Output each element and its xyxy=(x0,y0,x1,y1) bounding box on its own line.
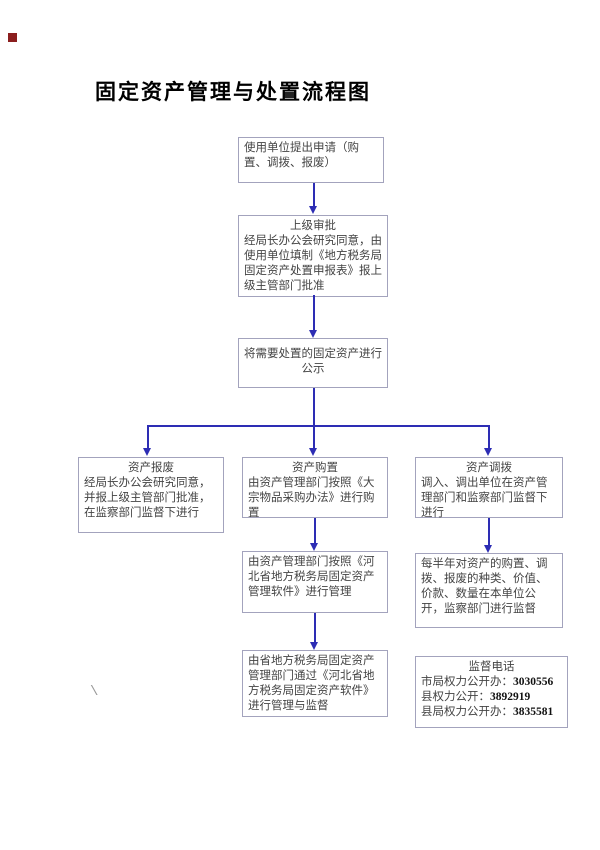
box-text: 经局长办公会研究同意，并报上级主管部门批准，在监察部门监督下进行 xyxy=(84,477,211,519)
hotline-entry: 市局权力公开办：3030556 xyxy=(421,675,562,690)
connector-purchase-manage xyxy=(314,518,316,544)
box-text: 由资产管理部门按照《河北省地方税务局固定资产管理软件》进行管理 xyxy=(248,556,375,598)
hotline-entry: 县局权力公开办：3835581 xyxy=(421,705,562,720)
arrow-down-icon xyxy=(309,448,317,456)
hotline-label: 市局权力公开办： xyxy=(421,676,513,688)
flow-box-approval: 上级审批 经局长办公会研究同意，由使用单位填制《地方税务局固定资产处置申报表》报… xyxy=(238,215,388,297)
box-text: 将需要处置的固定资产进行公示 xyxy=(244,348,382,375)
flow-box-publicity: 将需要处置的固定资产进行公示 xyxy=(238,338,388,388)
connector-publicity-purchase xyxy=(313,388,315,449)
connector-approval-publicity xyxy=(313,295,315,331)
box-text: 每半年对资产的购置、调拨、报废的种类、价值、价款、数量在本单位公开，监察部门进行… xyxy=(421,558,548,615)
arrow-down-icon xyxy=(310,642,318,650)
arrow-down-icon xyxy=(484,545,492,553)
box-heading: 资产购置 xyxy=(292,462,338,474)
page-title: 固定资产管理与处置流程图 xyxy=(95,81,371,104)
flow-box-supervise: 由省地方税务局固定资产管理部门通过《河北省地方税务局固定资产软件》进行管理与监督 xyxy=(242,650,388,717)
hotline-number: 3030556 xyxy=(513,676,554,688)
box-text: 调入、调出单位在资产管理部门和监察部门监督下进行 xyxy=(421,477,548,519)
flow-box-scrap: 资产报废 经局长办公会研究同意，并报上级主管部门批准，在监察部门监督下进行 xyxy=(78,457,224,533)
box-text: 由资产管理部门按照《大宗物品采购办法》进行购置 xyxy=(248,477,375,519)
arrow-down-icon xyxy=(484,448,492,456)
hotline-label: 县权力公开： xyxy=(421,691,490,703)
flow-box-purchase: 资产购置 由资产管理部门按照《大宗物品采购办法》进行购置 xyxy=(242,457,388,519)
arrow-down-icon xyxy=(309,330,317,338)
arrow-down-icon xyxy=(310,543,318,551)
hotline-box: 监督电话 市局权力公开办：3030556 县权力公开：3892919 县局权力公… xyxy=(415,656,568,728)
connector-branch-scrap xyxy=(147,426,149,449)
box-heading: 资产调拨 xyxy=(466,462,512,474)
hotline-number: 3835581 xyxy=(513,706,554,718)
connector-branch-transfer xyxy=(488,426,490,449)
connector-manage-supervise xyxy=(314,613,316,643)
flow-box-transfer: 资产调拨 调入、调出单位在资产管理部门和监察部门监督下进行 xyxy=(415,457,563,519)
box-text: 使用单位提出申请（购置、调拨、报废） xyxy=(244,142,359,169)
stray-backslash: \ xyxy=(90,684,99,700)
box-heading: 资产报废 xyxy=(128,462,174,474)
hotline-entry: 县权力公开：3892919 xyxy=(421,690,562,705)
arrow-down-icon xyxy=(143,448,151,456)
red-square-marker xyxy=(8,33,17,42)
branch-line xyxy=(147,425,490,427)
connector-transfer-disclose xyxy=(488,518,490,546)
flow-box-apply: 使用单位提出申请（购置、调拨、报废） xyxy=(238,137,384,183)
box-heading: 监督电话 xyxy=(468,661,515,673)
box-heading: 上级审批 xyxy=(290,220,336,232)
connector-apply-approval xyxy=(313,183,315,207)
box-text: 经局长办公会研究同意，由使用单位填制《地方税务局固定资产处置申报表》报上级主管部… xyxy=(244,235,382,292)
arrow-down-icon xyxy=(309,206,317,214)
flow-box-manage: 由资产管理部门按照《河北省地方税务局固定资产管理软件》进行管理 xyxy=(242,551,388,613)
hotline-label: 县局权力公开办： xyxy=(421,706,513,718)
flow-box-disclose: 每半年对资产的购置、调拨、报废的种类、价值、价款、数量在本单位公开，监察部门进行… xyxy=(415,553,563,628)
hotline-number: 3892919 xyxy=(490,691,531,703)
box-text: 由省地方税务局固定资产管理部门通过《河北省地方税务局固定资产软件》进行管理与监督 xyxy=(248,655,375,712)
